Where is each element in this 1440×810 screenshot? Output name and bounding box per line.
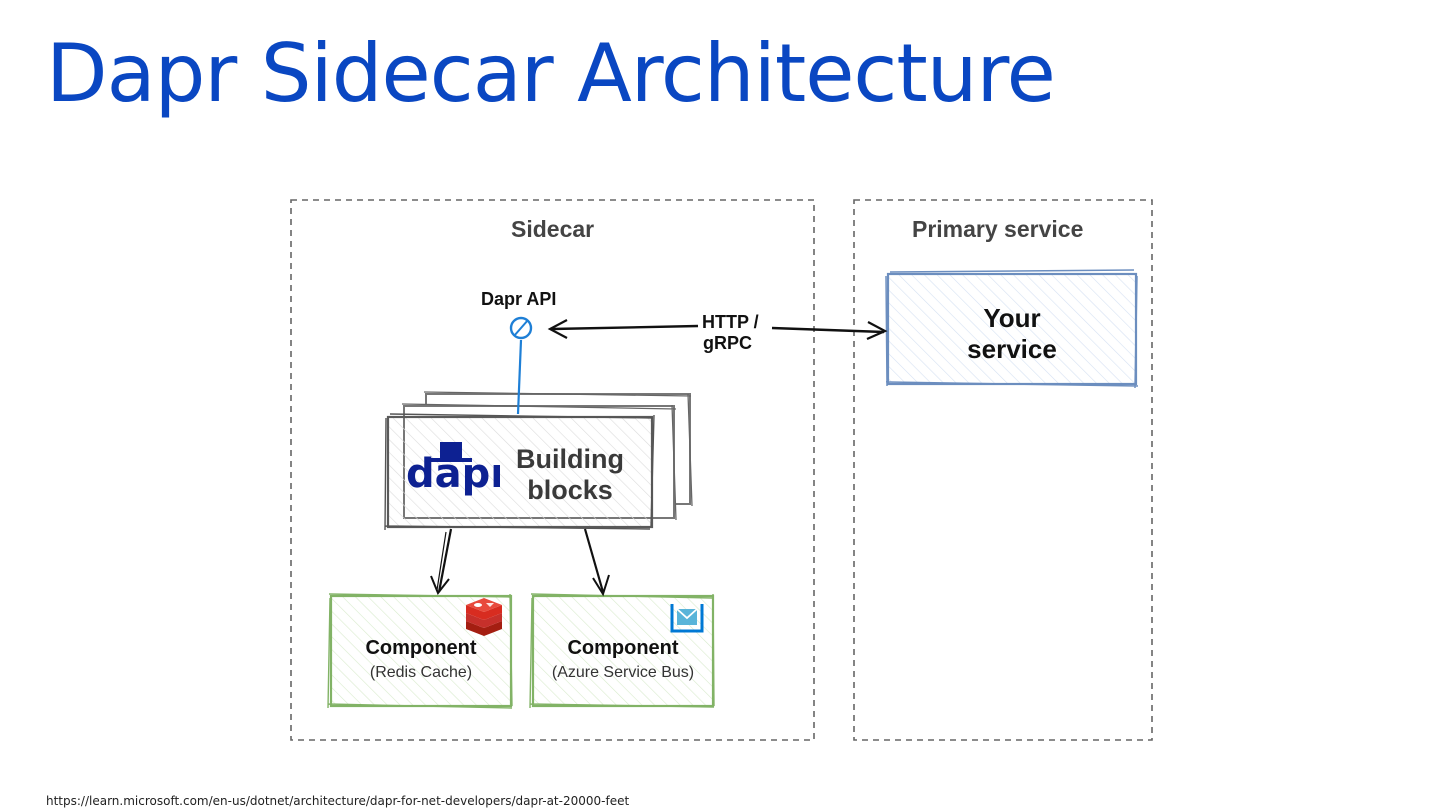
- dapr-hat-icon: [440, 442, 462, 459]
- http-grpc-arrow: [547, 319, 888, 341]
- arrow-to-redis: [430, 528, 453, 595]
- redis-icon: [466, 598, 502, 636]
- component-azure-title: Component: [567, 637, 679, 659]
- dapr-logo-text: dapr: [406, 451, 500, 497]
- source-url[interactable]: https://learn.microsoft.com/en-us/dotnet…: [46, 794, 630, 808]
- dapr-api-label: Dapr API: [481, 289, 557, 309]
- your-service-box: [885, 269, 1139, 389]
- primary-service-group-label: Primary service: [912, 216, 1084, 242]
- component-azure-subtitle: (Azure Service Bus): [551, 664, 695, 681]
- your-service-label-line2: service: [967, 334, 1057, 364]
- slide-title: Dapr Sidecar Architecture: [46, 27, 1056, 120]
- protocol-label-line1: HTTP /: [702, 312, 759, 332]
- your-service-label-line1: Your: [983, 303, 1041, 333]
- dapr-api-icon: [509, 316, 533, 415]
- azure-service-bus-icon: [670, 604, 704, 633]
- dapr-logo: dapr: [404, 440, 510, 510]
- primary-service-group-box: [853, 199, 1153, 741]
- building-blocks-label-line1: Building: [516, 444, 624, 474]
- arrow-to-azure: [583, 528, 610, 597]
- component-redis-subtitle: (Redis Cache): [369, 664, 473, 681]
- protocol-label-line2: gRPC: [703, 333, 752, 353]
- component-redis-title: Component: [365, 637, 477, 659]
- sidecar-group-box: [290, 199, 815, 741]
- building-blocks-label-line2: blocks: [527, 475, 613, 505]
- sidecar-group-label: Sidecar: [511, 216, 595, 242]
